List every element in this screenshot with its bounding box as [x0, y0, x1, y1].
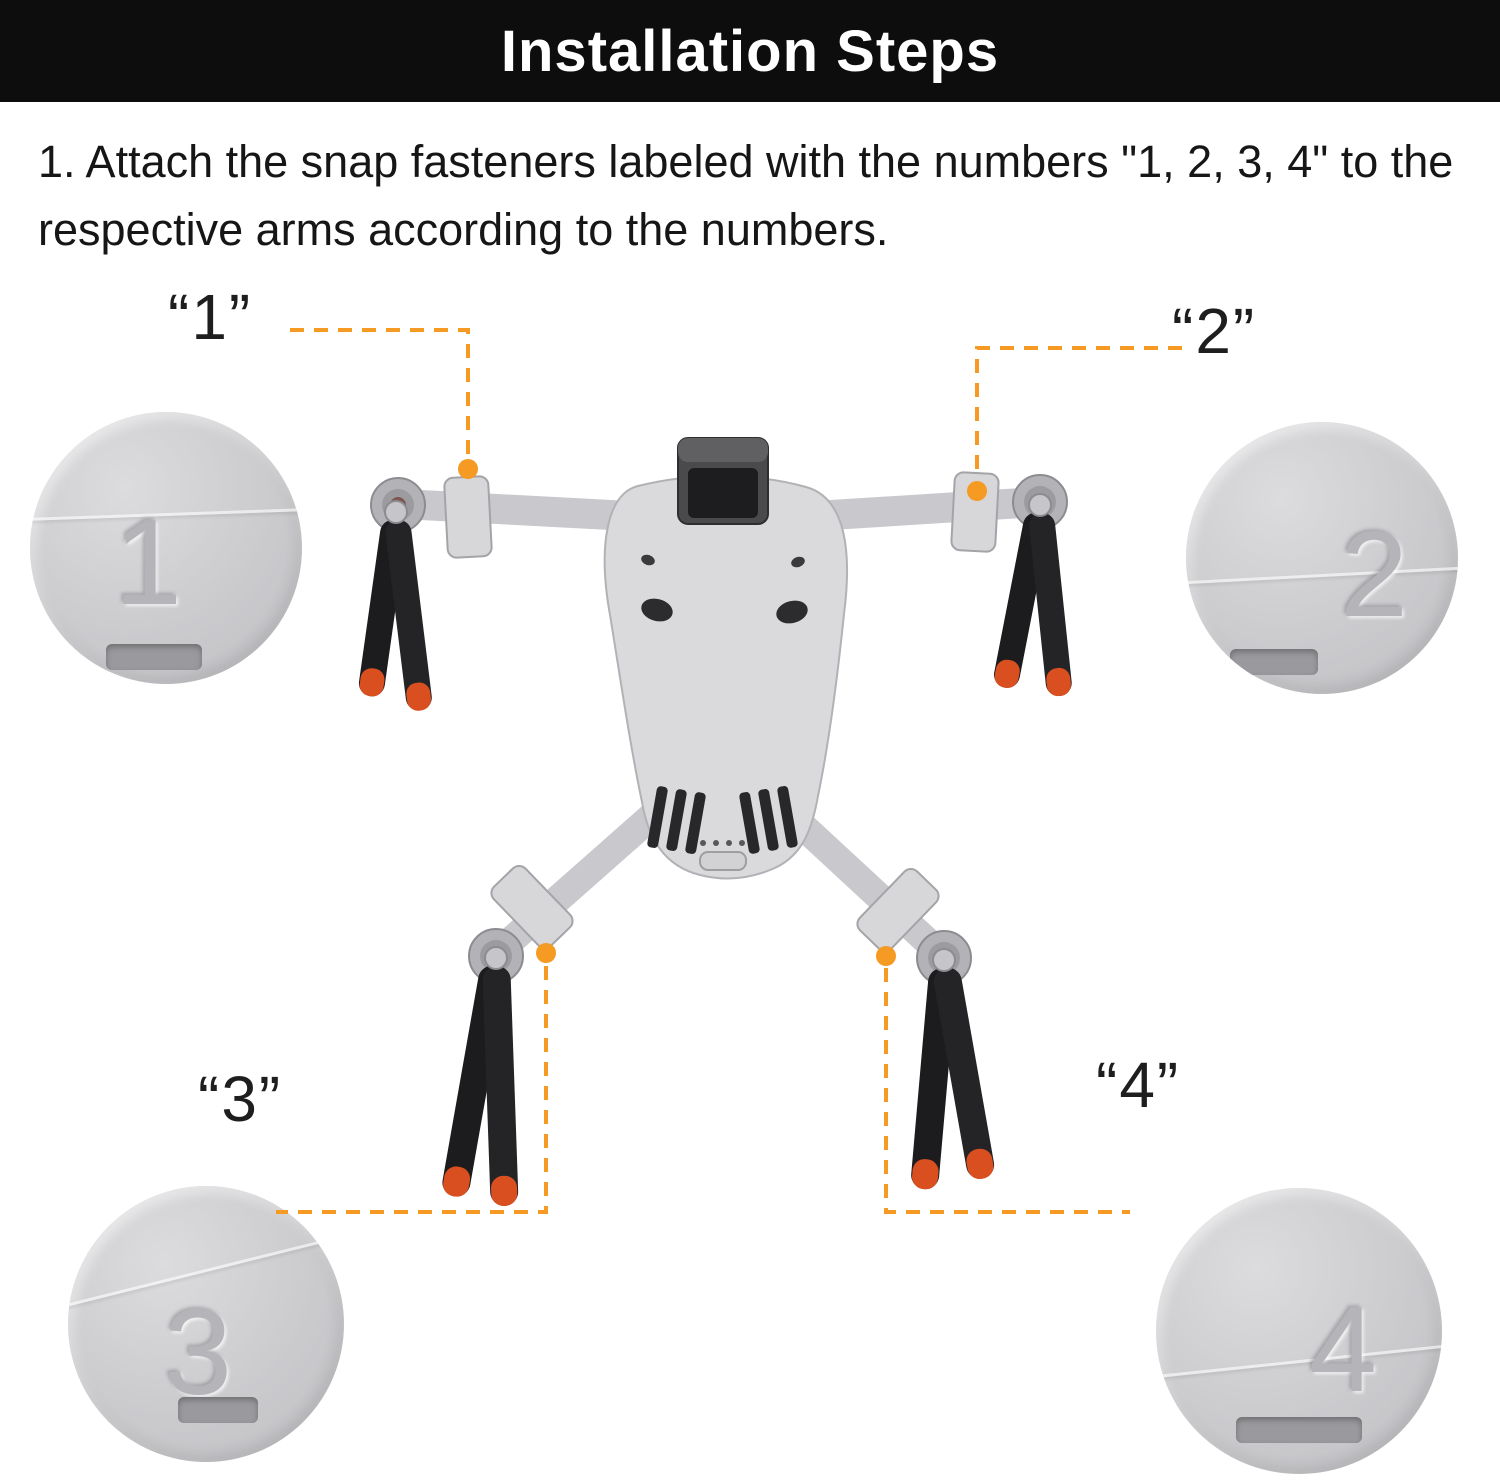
fastener-number-1: 1: [114, 494, 182, 630]
gimbal-cover: [677, 437, 769, 525]
propeller-front-right: [993, 493, 1072, 697]
attachment-point-dots: [458, 459, 987, 966]
battery-indicator: [699, 840, 747, 871]
propeller-rear-right: [911, 948, 995, 1190]
callout-lines: [276, 328, 1182, 1214]
page-title: Installation Steps: [500, 18, 1000, 84]
instruction-text: 1. Attach the snap fasteners labeled wit…: [38, 136, 1454, 255]
callout-label-1: “1”: [168, 281, 253, 353]
fastener-number-2: 2: [1340, 506, 1408, 642]
zoom-circle-3: 3: [68, 1186, 344, 1462]
vision-sensors: [641, 554, 808, 624]
zoom-circle-1: 1: [30, 412, 302, 684]
rear-vents: [647, 786, 798, 854]
callout-label-2: “2”: [1172, 295, 1257, 367]
zoom-circle-2: 2: [1186, 422, 1458, 694]
callout-label-3: “3”: [198, 1063, 283, 1135]
propeller-front-left: [358, 500, 432, 711]
propeller-rear-left: [442, 946, 519, 1206]
drone-body: [603, 475, 849, 880]
snap-fastener-clamps: [443, 471, 1000, 953]
callout-label-4: “4”: [1096, 1049, 1181, 1121]
zoom-circle-4: 4: [1156, 1188, 1442, 1474]
fastener-number-4: 4: [1309, 1281, 1377, 1417]
header-bar: Installation Steps: [0, 0, 1500, 102]
